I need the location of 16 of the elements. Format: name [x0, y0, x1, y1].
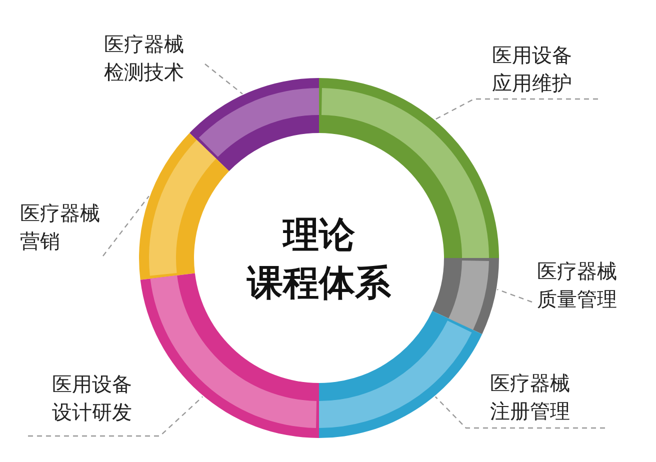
leader-line	[497, 288, 532, 303]
ring-segment	[319, 310, 482, 438]
leader-line	[204, 64, 243, 94]
segment-label: 医用设备设计研发	[28, 370, 160, 436]
segment-label: 医用设备应用维护	[492, 41, 640, 99]
segment-label: 医疗器械营销	[20, 199, 116, 255]
leader-line	[435, 98, 598, 120]
segment-label: 医疗器械注册管理	[490, 369, 605, 428]
center-title: 理论课程体系	[246, 214, 392, 306]
segment-label: 医疗器械质量管理	[537, 257, 633, 313]
leader-line	[434, 396, 605, 429]
leader-line	[102, 196, 150, 256]
leader-line	[28, 396, 204, 437]
segment-label: 医疗器械检测技术	[104, 30, 200, 86]
ring-segment	[190, 78, 319, 172]
ring-segment	[139, 132, 230, 280]
